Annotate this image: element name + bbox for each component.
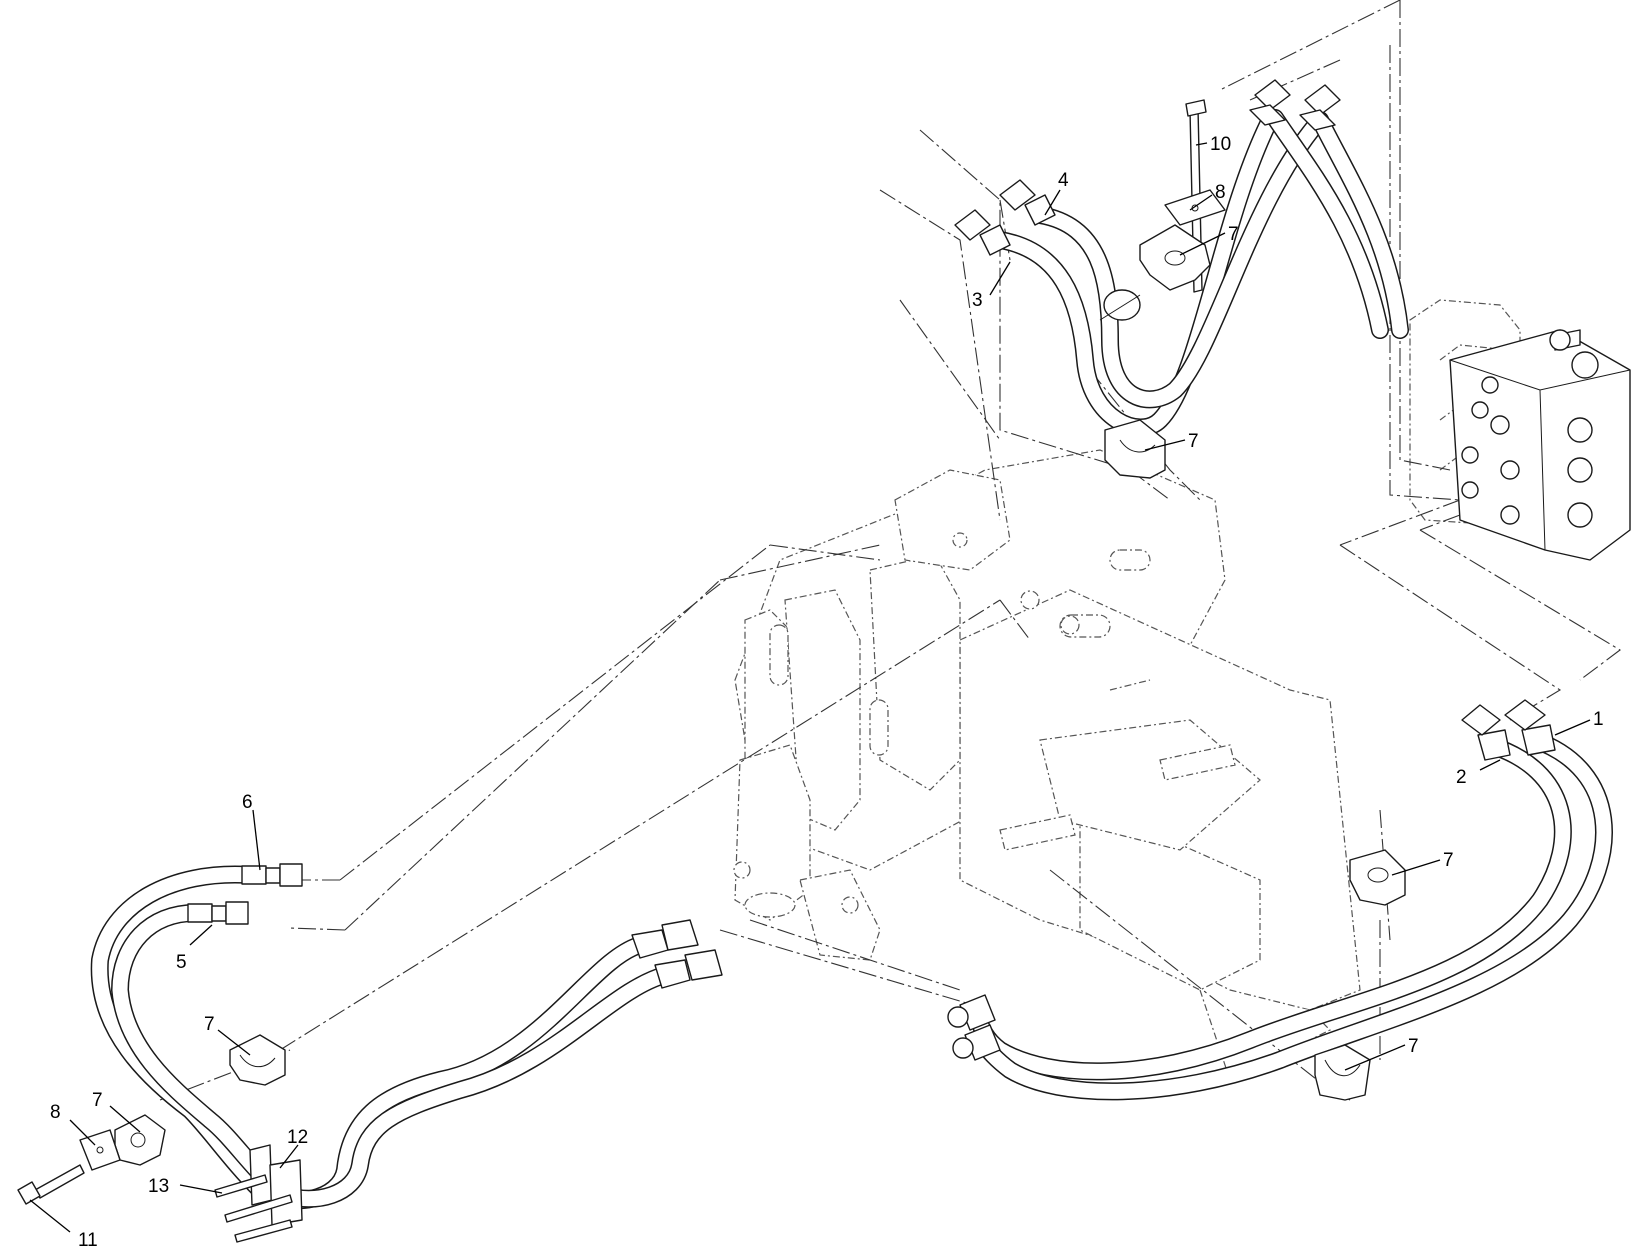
callout-7-right-upper: 7 [1443,850,1454,871]
callout-7-mid: 7 [1188,431,1199,452]
upper-hose-pair [1266,109,1409,339]
left-hose-fittings [187,863,723,989]
hose-1 [971,731,1613,1101]
callout-7-left-lower: 7 [92,1090,103,1111]
callout-labels: 1 2 3 4 5 6 7 7 7 7 7 7 8 8 10 11 12 13 [50,134,1604,1251]
clamp-7-upper [1139,224,1211,291]
upper-hose-fittings [954,79,1341,321]
callout-7-upper: 7 [1228,224,1239,245]
clamp-7-right-lower [1314,1044,1371,1101]
bracket-12 [249,1144,303,1226]
clamp-7-left-lower [114,1114,166,1166]
valve-block [1449,329,1631,561]
callout-1: 1 [1593,709,1604,730]
callout-10: 10 [1210,134,1231,155]
callout-13: 13 [148,1176,169,1197]
bolt-11 [17,1164,85,1205]
machine-body-phantom [733,449,1361,1081]
hose-2 [966,736,1572,1081]
callout-3: 3 [972,290,983,311]
hose-4 [1031,111,1329,409]
clamp-7-left-upper [229,1034,286,1086]
callout-6: 6 [242,792,253,813]
clamp-7-mid [1104,419,1166,479]
callout-5: 5 [176,952,187,973]
callout-12: 12 [287,1127,308,1148]
callout-8-lower: 8 [50,1102,61,1123]
stud-13 [214,1174,293,1243]
callout-7-left-upper: 7 [204,1014,215,1035]
leader-lines [29,142,1591,1233]
plate-8-upper [1164,189,1226,226]
hose-5 [111,904,674,1208]
callout-4: 4 [1058,170,1069,191]
right-hose-fittings [947,699,1556,1061]
callout-7-right-lower: 7 [1408,1036,1419,1057]
callout-8-upper: 8 [1215,182,1226,203]
callout-11: 11 [78,1230,98,1251]
clamp-7-right-upper [1349,849,1406,906]
callout-2: 2 [1456,767,1467,788]
